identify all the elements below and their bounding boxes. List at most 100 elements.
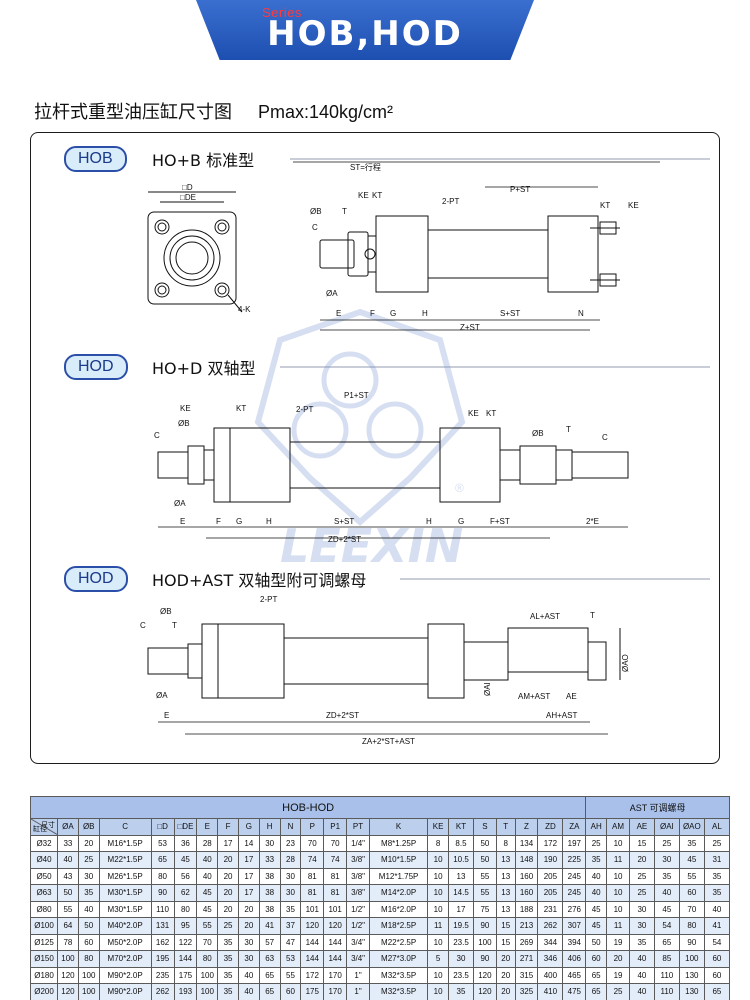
table-cell: 37 <box>279 917 302 935</box>
table-cell: 30 <box>237 933 260 951</box>
section-rule <box>280 366 710 368</box>
table-cell: M16*1.5P <box>98 834 152 852</box>
table-cell: 3/8" <box>346 867 370 885</box>
table-cell: 100 <box>196 966 219 984</box>
column-header: AH <box>585 818 608 836</box>
table-cell: 213 <box>514 917 539 935</box>
table-cell: 122 <box>173 933 198 951</box>
table-cell: 23 <box>279 834 302 852</box>
column-header: G <box>237 818 260 836</box>
table-cell: 8 <box>427 834 450 852</box>
table-cell: M18*2.5P <box>368 917 429 935</box>
table-cell: 50 <box>585 933 608 951</box>
table-cell: 25 <box>217 917 239 935</box>
table-cell: M90*2.0P <box>98 983 152 1000</box>
table-cell: 1" <box>346 966 370 984</box>
table-cell: 45 <box>653 900 680 918</box>
column-header: K <box>368 818 429 836</box>
bore-cell: Ø150 <box>29 950 59 968</box>
table-cell: 100 <box>77 983 100 1000</box>
dim-H-hod: H <box>266 517 272 526</box>
bore-cell: Ø100 <box>29 917 59 935</box>
dim-G: G <box>390 309 396 318</box>
bore-cell: Ø40 <box>29 851 59 869</box>
table-cell: 170 <box>323 966 348 984</box>
table-cell: 10 <box>427 983 450 1000</box>
table-cell: 40 <box>77 900 100 918</box>
table-cell: 40 <box>196 867 219 885</box>
table-cell: 60 <box>77 933 100 951</box>
bore-cell: Ø50 <box>29 867 59 885</box>
table-cell: 30 <box>237 950 260 968</box>
table-cell: 53 <box>150 834 175 852</box>
table-cell: 120 <box>57 983 79 1000</box>
column-header: □DE <box>173 818 198 836</box>
table-cell: 40 <box>628 966 655 984</box>
table-cell: 60 <box>703 950 731 968</box>
table-cell: 90 <box>472 950 497 968</box>
table-cell: 35 <box>628 933 655 951</box>
dim-4K: 4-K <box>238 305 251 314</box>
dim-KT: KT <box>372 191 382 200</box>
dim-H-hod-r: H <box>426 517 432 526</box>
table-cell: 11 <box>606 917 630 935</box>
column-header: ØA <box>57 818 79 836</box>
table-cell: 60 <box>279 983 302 1000</box>
table-cell: 55 <box>472 867 497 885</box>
table-cell: M50*2.0P <box>98 933 152 951</box>
table-cell: M70*2.0P <box>98 950 152 968</box>
table-cell: 120 <box>57 966 79 984</box>
table-cell: 53 <box>279 950 302 968</box>
table-cell: 235 <box>150 966 175 984</box>
table-cell: 144 <box>323 933 348 951</box>
table-cell: 60 <box>678 884 705 902</box>
table-cell: 47 <box>279 933 302 951</box>
table-cell: 11 <box>427 917 450 935</box>
table-cell: 85 <box>653 950 680 968</box>
table-cell: 13 <box>495 884 516 902</box>
table-cell: 45 <box>678 851 705 869</box>
table-cell: 31 <box>703 851 731 869</box>
table-cell: 3/8" <box>346 851 370 869</box>
column-header: KT <box>448 818 474 836</box>
section-rule <box>290 158 710 160</box>
table-cell: 74 <box>300 851 325 869</box>
table-cell: 225 <box>562 851 587 869</box>
table-cell: 28 <box>279 851 302 869</box>
table-cell: 110 <box>150 900 175 918</box>
hod-side-view <box>157 427 629 503</box>
table-cell: 30 <box>653 851 680 869</box>
section-title-hod: HO+D 双轴型 <box>152 359 256 378</box>
table-cell: 35 <box>703 867 731 885</box>
table-cell: 130 <box>678 966 705 984</box>
table-cell: M10*1.5P <box>368 851 429 869</box>
table-cell: 28 <box>196 834 219 852</box>
table-cell: 130 <box>678 983 705 1000</box>
column-header: AE <box>628 818 655 836</box>
column-header: T <box>495 818 516 836</box>
table-cell: 170 <box>323 983 348 1000</box>
table-cell: 1/2" <box>346 917 370 935</box>
dim-AE: AE <box>566 692 577 701</box>
dim-E-ast: E <box>164 711 169 720</box>
column-header: ZA <box>562 818 587 836</box>
table-cell: M22*1.5P <box>98 851 152 869</box>
hob-side-view <box>319 215 620 293</box>
section-rule <box>400 578 710 580</box>
table-cell: 13 <box>448 867 474 885</box>
table-cell: 1" <box>346 983 370 1000</box>
table-cell: 65 <box>703 983 731 1000</box>
table-cell: 120 <box>300 917 325 935</box>
table-cell: 40 <box>628 950 655 968</box>
dim-PST: P+ST <box>510 185 530 194</box>
table-cell: M30*1.5P <box>98 900 152 918</box>
table-cell: M16*2.0P <box>368 900 429 918</box>
dim-P1ST: P1+ST <box>344 391 369 400</box>
table-cell: 43 <box>57 867 79 885</box>
table-title: HOB-HOD <box>29 796 587 819</box>
table-cell: 262 <box>150 983 175 1000</box>
table-cell: 100 <box>77 966 100 984</box>
table-cell: 11 <box>606 851 630 869</box>
